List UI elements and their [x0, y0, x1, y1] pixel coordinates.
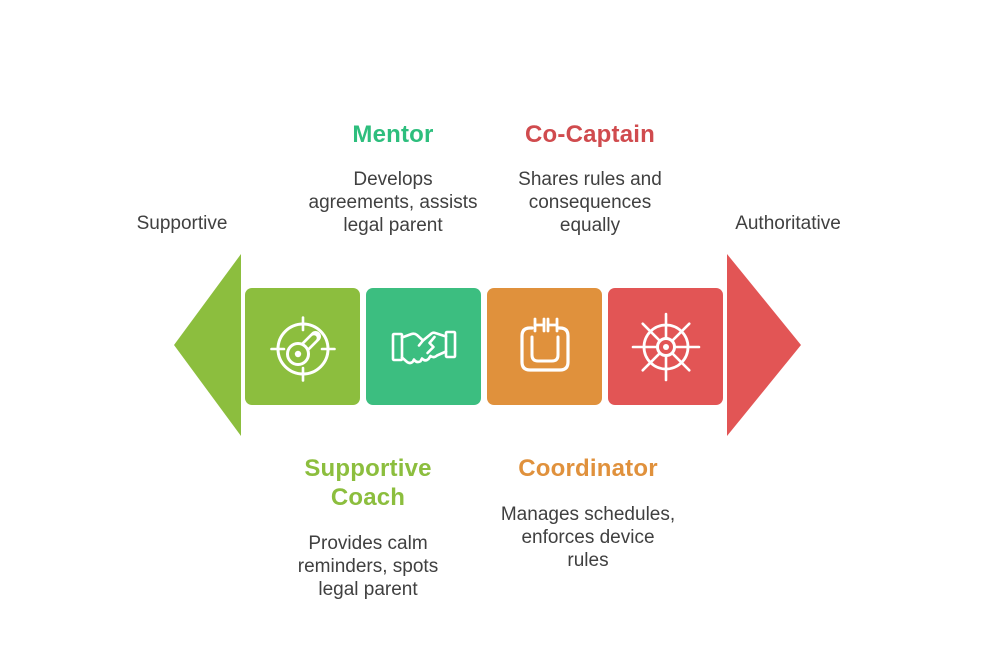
callout-coordinator: Coordinator Manages schedules, enforces … [501, 454, 675, 572]
callout-coordinator-description: Manages schedules, enforces device rules [500, 504, 676, 571]
spectrum-box-co-captain [608, 288, 723, 405]
left-arrowhead [174, 254, 241, 436]
left-axis-label: Supportive [136, 213, 228, 234]
spectrum-box-supportive-coach [245, 288, 360, 405]
handshake-icon [391, 330, 456, 364]
spectrum-box-mentor [366, 288, 481, 405]
callout-supportive-coach-title: Supportive Coach [304, 455, 432, 511]
callout-mentor: Mentor Develops agreements, assists lega… [309, 120, 478, 237]
spectrum-box-coordinator [487, 288, 602, 405]
callout-supportive-coach: Supportive Coach Provides calm reminders… [298, 454, 438, 601]
callout-co-captain-title: Co-Captain [525, 121, 655, 148]
callout-mentor-description: Develops agreements, assists legal paren… [308, 169, 478, 236]
callout-supportive-coach-description: Provides calm reminders, spots legal par… [297, 533, 439, 600]
helm-icon [631, 312, 700, 381]
callout-coordinator-title: Coordinator [518, 455, 658, 482]
gauge-target-icon [269, 315, 336, 382]
right-arrowhead [727, 254, 801, 436]
callout-co-captain: Co-Captain Shares rules and consequences… [518, 120, 662, 237]
calendar-icon [519, 317, 570, 372]
callout-co-captain-description: Shares rules and consequences equally [518, 169, 662, 236]
right-axis-label: Authoritative [735, 213, 841, 234]
callout-mentor-title: Mentor [352, 121, 434, 148]
